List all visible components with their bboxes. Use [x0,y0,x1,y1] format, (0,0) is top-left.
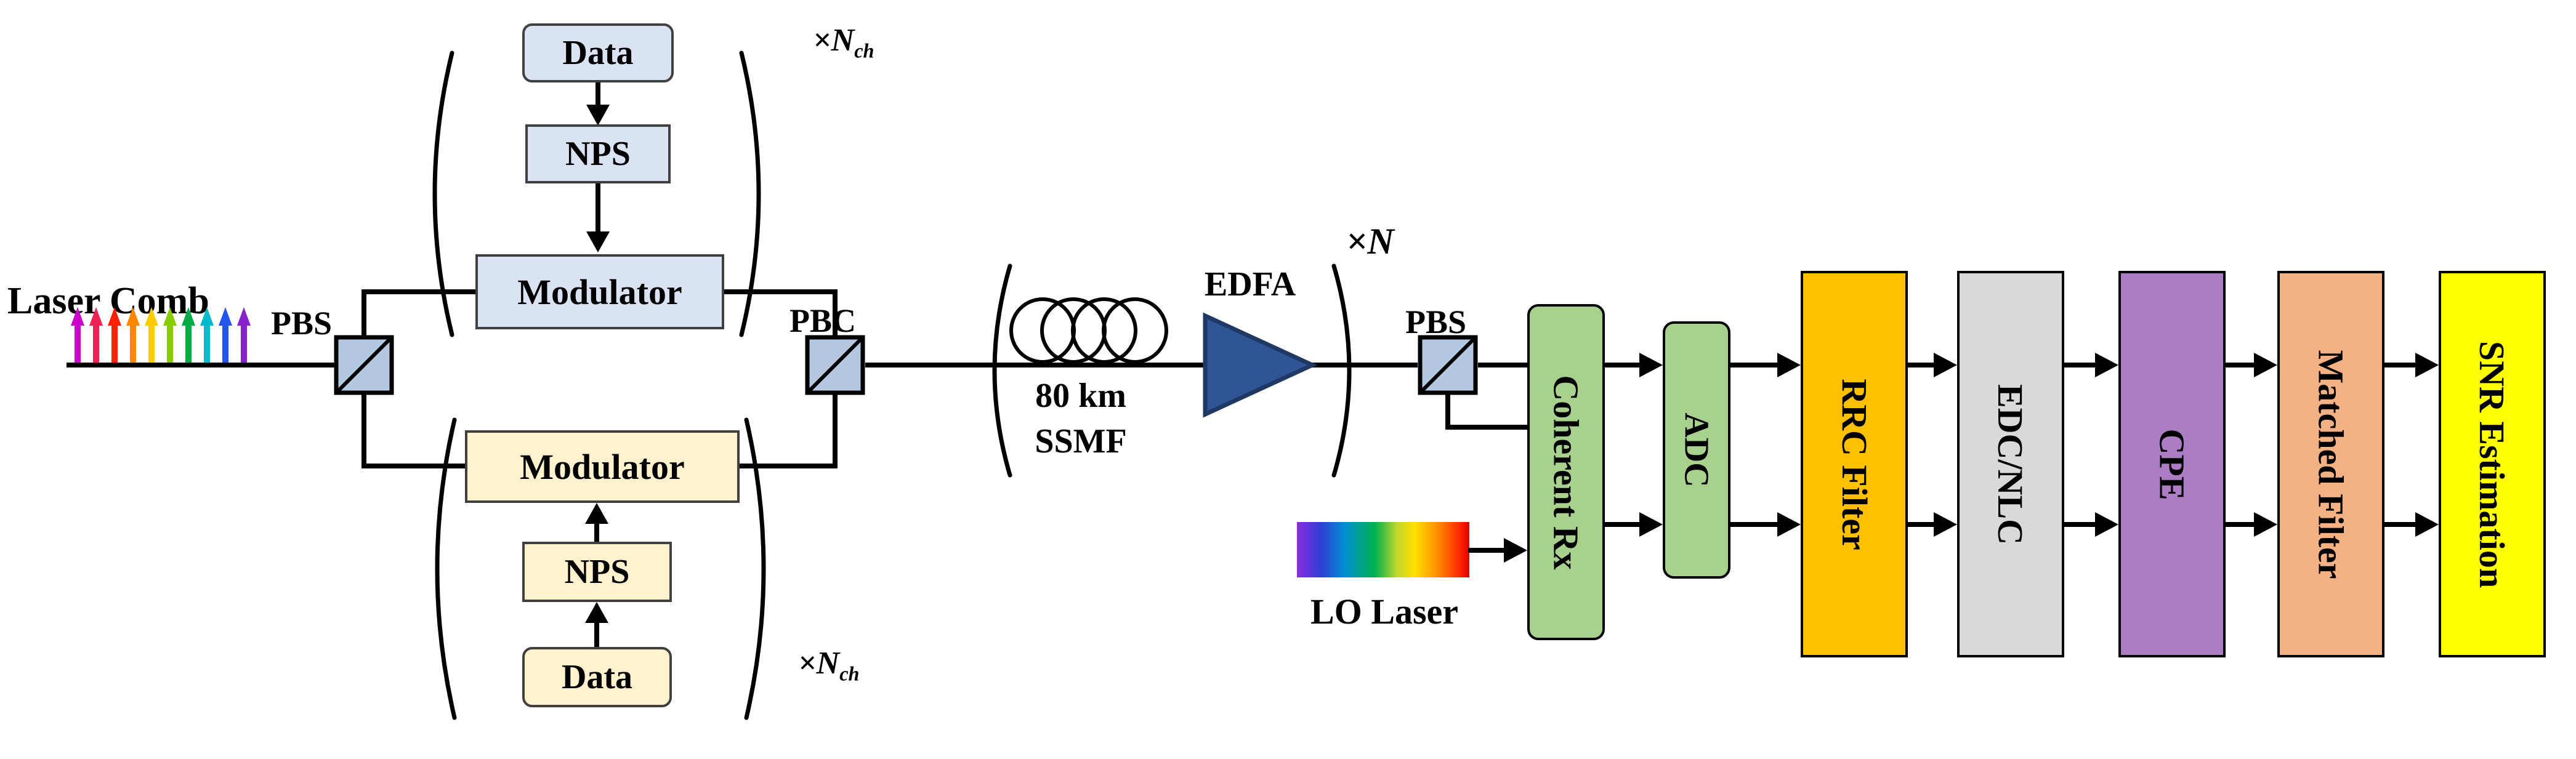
bracket-left-icon [432,50,454,337]
modulator-box-upper: Modulator [475,254,724,329]
modulator-box-upper-label: Modulator [517,271,682,312]
matched-filter-label: Matched Filter [2311,349,2351,579]
arrow-right-icon [1777,353,1801,377]
arrow-right-icon [1934,353,1957,377]
connector-line [594,521,599,544]
connector-line [865,363,1207,367]
arrow-up-icon [585,503,608,524]
arrow-right-icon [1934,512,1957,537]
nps-box-upper: NPS [525,124,671,183]
arrow-right-icon [2254,353,2277,377]
bracket-left-icon [992,263,1012,478]
edfa-amplifier-icon [1203,312,1318,418]
nps-box-upper-label: NPS [565,135,631,173]
arrow-right-icon [2095,353,2118,377]
rrc-filter-box: RRC Filter [1801,271,1908,657]
connector-line [1445,425,1527,430]
lo-laser-bar [1297,522,1469,577]
connector-line [67,363,335,367]
arrow-up-icon [585,602,608,623]
cpe-box: CPE [2118,271,2226,657]
rrc-filter-label: RRC Filter [1834,378,1875,550]
bracket-right-icon [739,50,761,337]
connector-line [1310,363,1418,367]
arrow-right-icon [1504,538,1527,563]
arrow-right-icon [1777,512,1801,537]
edc-nlc-box: EDC/NLC [1957,271,2064,657]
edc-nlc-label: EDC/NLC [1990,384,2031,545]
data-box-upper-label: Data [562,34,634,72]
fiber-label: 80 km SSMF [1035,377,1127,460]
modulator-box-lower-label: Modulator [520,446,685,487]
connector-line [596,182,600,234]
bracket-right-icon [744,417,766,720]
arrow-right-icon [2415,512,2439,537]
connector-line [2226,522,2258,527]
nps-box-lower-label: NPS [564,553,630,591]
nps-box-lower: NPS [522,542,672,602]
laser-comb-icon [71,307,251,363]
arrow-right-icon [2095,512,2118,537]
connector-line [1605,363,1643,367]
connector-line [833,289,838,339]
connector-line [1605,522,1643,527]
arrow-right-icon [2254,512,2277,537]
data-box-lower-label: Data [561,658,633,696]
pbs2-label: PBS [1405,303,1467,340]
pbs1-label: PBS [271,305,333,342]
connector-line [2384,522,2419,527]
connector-line [361,289,475,294]
connector-line [1468,548,1506,553]
connector-line [724,289,838,294]
connector-line [2226,363,2258,367]
connector-line [1908,522,1937,527]
coherent-rx-label: Coherent Rx [1546,374,1586,570]
bracket-right-icon [1331,263,1352,478]
arrow-right-icon [1639,512,1663,537]
laser-comb-label: Laser Comb [7,280,209,322]
pbs1-splitter-icon [334,335,394,395]
connector-line [1478,363,1527,367]
arrow-right-icon [2415,353,2439,377]
edfa-label: EDFA [1204,265,1296,303]
connector-line [1730,522,1780,527]
connector-line [2064,522,2099,527]
snr-estimation-box: SNR Estimation [2439,271,2546,657]
connector-line [594,620,599,649]
connector-line [2064,363,2099,367]
connector-line [1445,394,1450,430]
connector-line [361,393,366,468]
connector-line [596,81,600,108]
connector-line [361,289,366,339]
connector-line [1908,363,1937,367]
coherent-rx-box: Coherent Rx [1527,304,1605,640]
fiber-coil-icon [1009,297,1168,364]
bracket-left-icon [435,417,457,720]
connector-line [2384,363,2419,367]
matched-filter-box: Matched Filter [2277,271,2384,657]
data-box-lower: Data [522,647,672,707]
adc-label: ADC [1678,412,1716,488]
data-box-upper: Data [522,23,674,82]
adc-box: ADC [1663,321,1730,579]
connector-line [361,464,465,468]
connector-line [1730,363,1780,367]
channel-count-upper: ×Nch [813,23,874,62]
channel-count-lower: ×Nch [798,646,860,685]
arrow-down-icon [586,105,610,126]
pbc-label: PBC [789,302,856,339]
connector-line [833,393,838,468]
connector-line [740,464,838,468]
span-count-label: ×N [1346,221,1394,262]
snr-estimation-label: SNR Estimation [2472,340,2513,588]
modulator-box-lower: Modulator [465,430,740,503]
arrow-down-icon [586,231,610,252]
pbs2-splitter-icon [1418,335,1478,395]
pbc-combiner-icon [805,335,865,395]
arrow-right-icon [1639,353,1663,377]
lo-laser-label: LO Laser [1310,592,1459,632]
cpe-label: CPE [2152,428,2192,500]
